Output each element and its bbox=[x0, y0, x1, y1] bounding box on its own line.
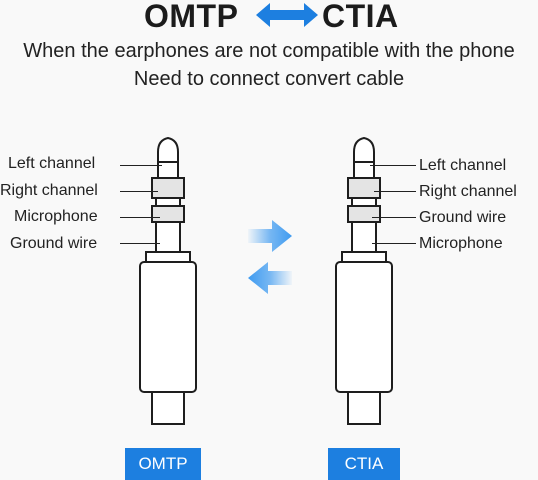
ctia-label-4: Microphone bbox=[419, 235, 503, 252]
ctia-collar bbox=[341, 251, 387, 263]
omtp-leader-1 bbox=[120, 165, 162, 166]
omtp-label-2: Right channel bbox=[0, 182, 98, 199]
omtp-tip bbox=[157, 136, 179, 163]
omtp-tag: OMTP bbox=[125, 448, 201, 480]
ctia-ring-2 bbox=[351, 197, 377, 207]
ctia-leader-4 bbox=[372, 243, 416, 244]
swap-arrow-icon bbox=[256, 3, 318, 27]
ctia-leader-3 bbox=[372, 217, 416, 218]
omtp-sleeve bbox=[155, 221, 181, 253]
title-omtp: OMTP bbox=[144, 0, 239, 34]
arrow-right-icon bbox=[248, 220, 292, 252]
omtp-band-2 bbox=[151, 205, 185, 223]
omtp-ring-2 bbox=[155, 197, 181, 207]
subtitle-line-2: Need to connect convert cable bbox=[133, 68, 405, 90]
title: OMTP CTIA bbox=[0, 0, 538, 36]
omtp-collar bbox=[145, 251, 191, 263]
omtp-label-3: Microphone bbox=[14, 208, 98, 225]
omtp-plug bbox=[139, 136, 197, 425]
ctia-band-2 bbox=[347, 205, 381, 223]
ctia-leader-2 bbox=[374, 191, 416, 192]
omtp-leader-2 bbox=[120, 191, 158, 192]
title-ctia: CTIA bbox=[322, 0, 399, 34]
ctia-body bbox=[335, 261, 393, 393]
ctia-leader-1 bbox=[370, 165, 416, 166]
ctia-sleeve bbox=[351, 221, 377, 253]
omtp-leader-3 bbox=[120, 217, 160, 218]
omtp-leader-4 bbox=[120, 243, 160, 244]
ctia-label-2: Right channel bbox=[419, 183, 517, 200]
arrow-left-icon bbox=[248, 262, 292, 294]
ctia-label-1: Left channel bbox=[419, 157, 507, 174]
ctia-label-3: Ground wire bbox=[419, 209, 507, 226]
omtp-label-4: Ground wire bbox=[10, 235, 98, 252]
subtitle-line-1: When the earphones are not compatible wi… bbox=[23, 40, 515, 62]
omtp-label-1: Left channel bbox=[8, 155, 96, 172]
omtp-band-1 bbox=[151, 177, 185, 199]
omtp-cable bbox=[151, 391, 185, 425]
ctia-band-1 bbox=[347, 177, 381, 199]
ctia-tip bbox=[353, 136, 375, 163]
ctia-cable bbox=[347, 391, 381, 425]
ctia-plug bbox=[335, 136, 393, 425]
omtp-body bbox=[139, 261, 197, 393]
ctia-tag: CTIA bbox=[328, 448, 400, 480]
